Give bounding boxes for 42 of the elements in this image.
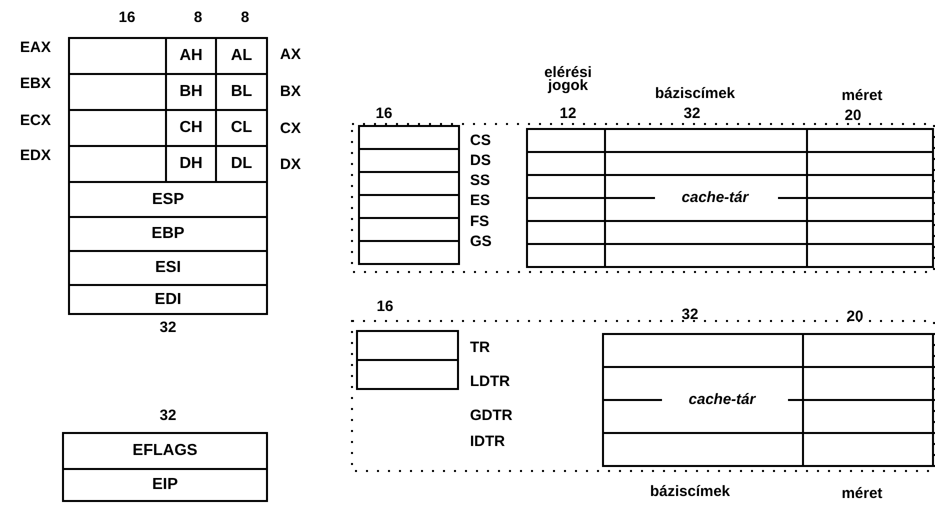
column-heading: báziscímek: [654, 86, 736, 102]
bit-width-label: 12: [560, 106, 576, 122]
column-heading: báziscímek: [650, 484, 730, 500]
register-name: SS: [470, 173, 490, 189]
register-cell: EBP: [68, 216, 268, 252]
register-name: EDX: [20, 148, 51, 164]
register-name: GS: [470, 234, 492, 250]
register-name: ES: [470, 193, 490, 209]
bit-width-label: 32: [160, 408, 176, 424]
column-heading: méret: [842, 88, 882, 104]
register-name: CX: [280, 121, 301, 137]
register-cell: ESP: [68, 181, 268, 218]
register-name: DS: [470, 153, 491, 169]
register-cell: ESI: [68, 250, 268, 286]
bit-width-label: 32: [160, 320, 176, 336]
bit-width-label: 8: [194, 10, 202, 26]
column-heading: méret: [842, 486, 882, 502]
register-name: EBX: [20, 76, 51, 92]
register-name: IDTR: [470, 434, 505, 450]
bit-width-label: 20: [846, 309, 864, 325]
register-cell: EDI: [68, 284, 268, 315]
bit-width-label: 32: [684, 106, 700, 122]
bit-width-label: 20: [844, 108, 862, 124]
bit-width-label: 8: [240, 10, 250, 26]
bit-width-label: 16: [376, 106, 392, 122]
register-name: DX: [280, 157, 301, 173]
register-name: CS: [470, 133, 491, 149]
register-name: AX: [280, 47, 301, 63]
column-heading: elérési jogok: [543, 66, 593, 92]
register-cell: EFLAGS: [62, 432, 268, 470]
register-name: FS: [470, 214, 490, 230]
bit-width-label: 16: [376, 299, 394, 315]
register-name: LDTR: [470, 374, 510, 390]
register-cell: EIP: [62, 468, 268, 502]
bit-width-label: 16: [118, 10, 136, 26]
register-name: BX: [280, 84, 301, 100]
register-cell: AL: [215, 37, 268, 75]
register-name: EAX: [20, 40, 51, 56]
register-name: GDTR: [470, 408, 512, 424]
register-name: ECX: [20, 113, 51, 129]
register-name: TR: [470, 340, 490, 356]
bit-width-label: 32: [682, 307, 698, 323]
